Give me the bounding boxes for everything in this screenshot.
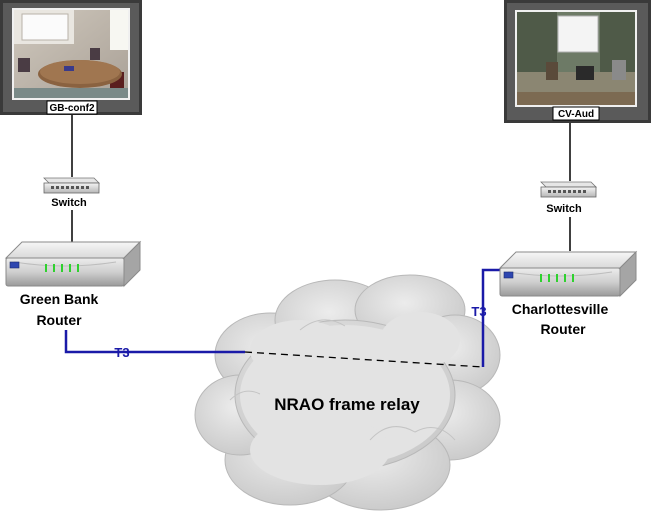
camera-label-left: GB-conf2 bbox=[50, 103, 95, 114]
switch-label-right: Switch bbox=[546, 203, 582, 215]
t3-label-right: T3 bbox=[471, 304, 486, 319]
cloud-label: NRAO frame relay bbox=[274, 395, 420, 414]
switch-icon-right bbox=[540, 181, 597, 198]
router-label-right-line1: Charlottesville bbox=[512, 301, 609, 317]
frame-relay-cloud bbox=[194, 274, 501, 511]
t3-label-left: T3 bbox=[114, 345, 129, 360]
router-label-right-line2: Router bbox=[540, 321, 586, 337]
camera-label-box-right bbox=[552, 106, 600, 121]
router-label-left-line2: Router bbox=[36, 312, 82, 328]
t3-link-left bbox=[64, 330, 245, 354]
frame-relay-path bbox=[244, 351, 484, 368]
camera-label-box-left bbox=[46, 100, 98, 115]
router-icon-left bbox=[4, 240, 142, 288]
camera-view-cv-aud bbox=[504, 0, 651, 123]
switch-icon-left bbox=[43, 177, 100, 194]
camera-label-right: CV-Aud bbox=[558, 109, 594, 120]
router-icon-right bbox=[498, 250, 638, 298]
switch-label-left: Switch bbox=[51, 197, 87, 209]
camera-view-gb-conf2 bbox=[0, 0, 142, 115]
router-label-left-line1: Green Bank bbox=[20, 291, 99, 307]
t3-link-right bbox=[481, 268, 502, 367]
